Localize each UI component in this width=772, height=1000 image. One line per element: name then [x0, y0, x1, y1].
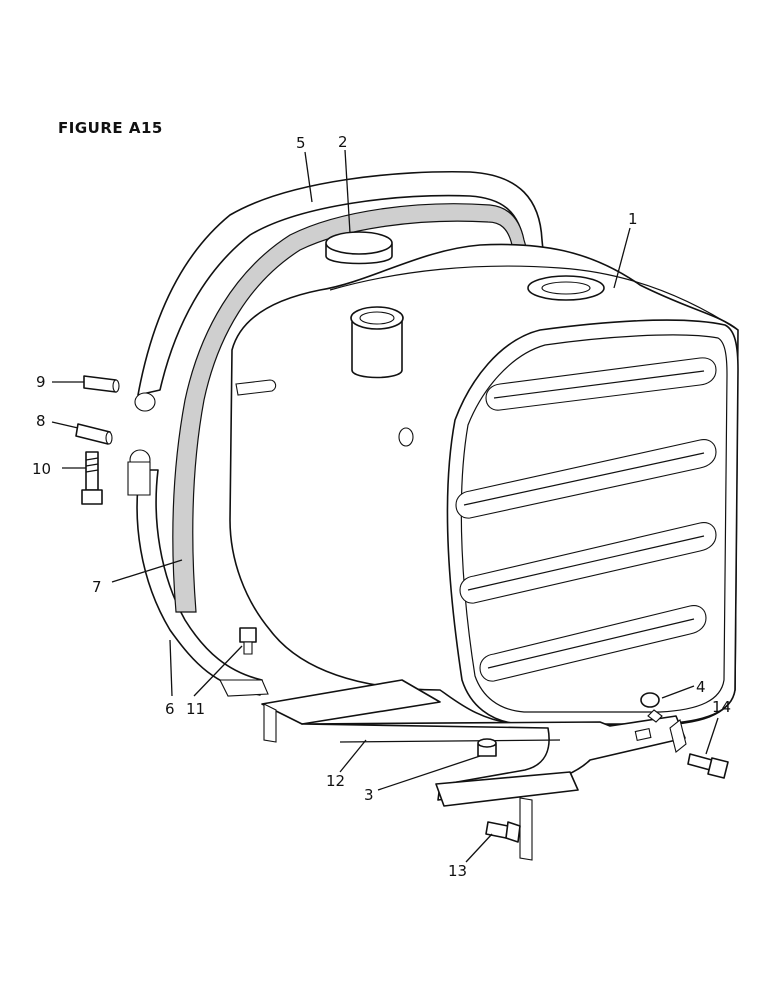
callout-12: 12 [326, 772, 345, 790]
bolt-10 [81, 451, 103, 505]
bolt-13 [485, 821, 521, 843]
callout-11: 11 [186, 700, 205, 718]
callout-2: 2 [338, 133, 348, 151]
tank-strap [127, 170, 549, 697]
plug-3 [477, 738, 497, 757]
leader-lines [51, 149, 719, 863]
tank-ribs [455, 357, 717, 682]
sender-port [527, 275, 605, 301]
fuel-tank [229, 243, 739, 726]
callout-7: 7 [92, 578, 102, 596]
bolt-11 [239, 627, 257, 655]
filler-cap [325, 231, 393, 265]
bolt-14 [687, 753, 729, 779]
callout-9: 9 [36, 373, 46, 391]
callout-14: 14 [712, 698, 731, 716]
callout-3: 3 [364, 786, 374, 804]
callout-13: 13 [448, 862, 467, 880]
side-port-icon [398, 427, 414, 447]
callout-6: 6 [165, 700, 175, 718]
figure-title: FIGURE A15 [58, 119, 163, 137]
filler-neck [350, 306, 404, 379]
clevis-pin-9 [83, 375, 120, 393]
support-bracket [261, 679, 687, 861]
callout-labels: 1 2 3 4 5 6 7 8 9 10 11 12 13 14 [32, 133, 731, 880]
callout-5: 5 [296, 134, 306, 152]
drain-plug-4 [640, 692, 663, 723]
callout-8: 8 [36, 412, 46, 430]
callout-1: 1 [628, 210, 638, 228]
pin-8 [75, 423, 113, 445]
callout-4: 4 [696, 678, 706, 696]
callout-10: 10 [32, 460, 51, 478]
